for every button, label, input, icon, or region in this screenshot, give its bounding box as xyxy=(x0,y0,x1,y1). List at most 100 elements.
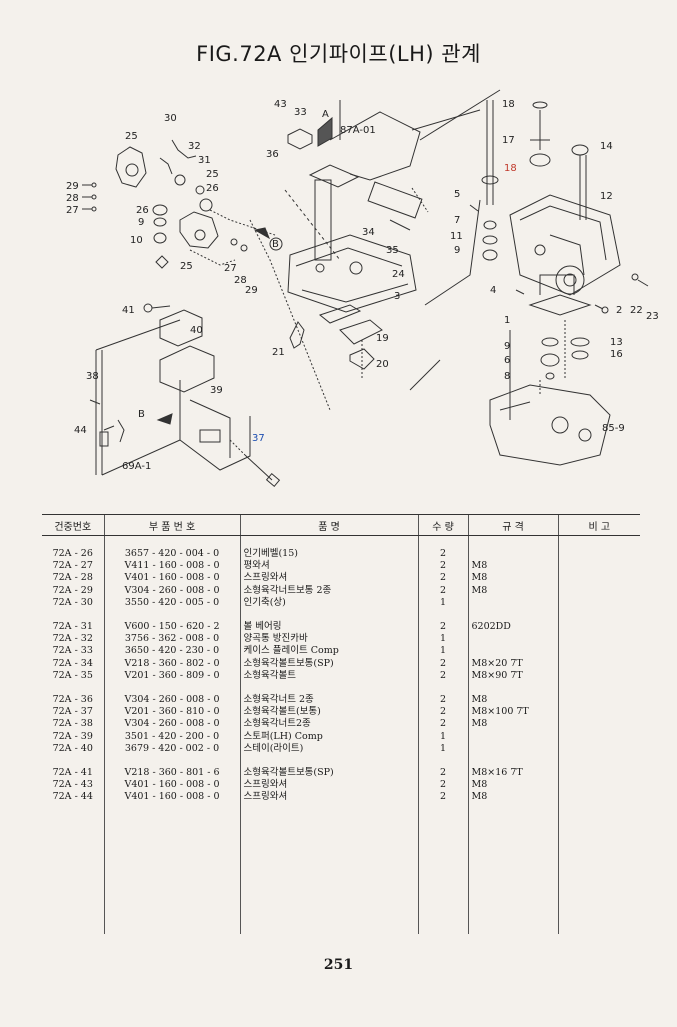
header-ref-no: 건중번호 xyxy=(42,514,104,536)
cell-spec xyxy=(467,633,558,646)
cell-remarks xyxy=(557,560,640,573)
callout-26-b: 26 xyxy=(206,183,219,194)
callout-9-b: 9 xyxy=(454,245,461,256)
callout-2: 2 xyxy=(616,305,623,316)
callout-20: 20 xyxy=(376,359,389,370)
cell-ref-no: 72A - 43 xyxy=(52,779,93,791)
callout-34: 34 xyxy=(362,227,375,238)
callout-28: 28 xyxy=(66,193,79,204)
cell-ref-no: 72A - 27 xyxy=(52,560,93,572)
callout-19: 19 xyxy=(376,333,389,344)
cell-spec: M8 xyxy=(467,718,558,731)
callout-44: 44 xyxy=(74,425,87,436)
callout-4: 4 xyxy=(490,285,497,296)
cell-qty: 2 xyxy=(417,718,468,731)
cell-qty: 1 xyxy=(417,645,468,658)
cell-part-name: 소형육각너트보통 2종 xyxy=(239,584,418,597)
page-number: 251 xyxy=(323,957,354,973)
header-part-no: 부 품 번 호 xyxy=(103,514,240,536)
cell-ref-no: 72A - 30 xyxy=(52,596,93,608)
cell-qty: 2 xyxy=(417,767,468,780)
cell-part-name: 스프링와셔 xyxy=(239,779,418,792)
cell-qty: 2 xyxy=(417,706,468,719)
callout-1: 1 xyxy=(504,315,511,326)
callout-7: 7 xyxy=(454,215,461,226)
header-spec: 규 격 xyxy=(467,514,558,536)
cell-part-no: 3756 - 362 - 008 - 0 xyxy=(103,633,240,646)
cell-ref-no: 72A - 37 xyxy=(52,706,93,718)
cell-qty: 2 xyxy=(417,548,468,561)
cell-part-no: 3679 - 420 - 002 - 0 xyxy=(103,742,240,756)
callout-17: 17 xyxy=(502,135,515,146)
cell-part-name: 소형육각볼트 xyxy=(239,669,418,683)
cell-part-name: 스프링와셔 xyxy=(239,572,418,585)
cell-spec xyxy=(467,596,558,610)
callout-39: 39 xyxy=(210,385,223,396)
cell-part-no: V401 - 160 - 008 - 0 xyxy=(103,572,240,585)
cell-qty: 1 xyxy=(417,742,468,756)
callout-10: 10 xyxy=(130,235,143,246)
cell-part-name: 평와셔 xyxy=(239,560,418,573)
cell-part-name: 스테이(라이트) xyxy=(239,742,418,756)
cell-remarks xyxy=(557,621,640,634)
cell-ref-no: 72A - 38 xyxy=(52,718,93,730)
cell-spec xyxy=(467,742,558,756)
callout-27: 27 xyxy=(66,205,79,216)
callout-32: 32 xyxy=(188,141,201,152)
cell-qty: 2 xyxy=(417,791,468,804)
callout-35: 35 xyxy=(386,245,399,256)
cell-spec: M8 xyxy=(467,779,558,792)
callout-a-top: A xyxy=(322,109,329,120)
callout-3: 3 xyxy=(394,291,401,302)
cell-remarks xyxy=(557,584,640,597)
cell-remarks xyxy=(557,730,640,743)
callout-25: 25 xyxy=(125,131,138,142)
cell-spec: M8×20 7T xyxy=(467,657,558,670)
cell-ref-no: 72A - 26 xyxy=(52,548,93,559)
cell-qty: 2 xyxy=(417,621,468,634)
cell-part-name: 케이스 플레이트 Comp xyxy=(239,645,418,658)
cell-part-name: 스프링와셔 xyxy=(239,791,418,804)
callout-11: 11 xyxy=(450,231,463,242)
cell-remarks xyxy=(557,548,640,561)
cell-ref-no: 72A - 35 xyxy=(52,669,93,681)
cell-spec: M8 xyxy=(467,584,558,597)
callout-30: 30 xyxy=(164,113,177,124)
cell-remarks xyxy=(557,742,640,756)
cell-qty: 2 xyxy=(417,584,468,597)
cell-part-no: 3650 - 420 - 230 - 0 xyxy=(103,645,240,658)
cell-part-no: V218 - 360 - 801 - 6 xyxy=(103,767,240,780)
cell-qty: 2 xyxy=(417,572,468,585)
cell-remarks xyxy=(557,645,640,658)
cell-spec: M8×90 7T xyxy=(467,669,558,683)
cell-ref-no: 72A - 36 xyxy=(52,694,93,706)
callout-18: 18 xyxy=(502,99,515,110)
cell-ref-no: 72A - 29 xyxy=(52,584,93,596)
callout-16: 16 xyxy=(610,349,623,360)
header-part-name: 품 명 xyxy=(239,514,418,536)
cell-part-no: V411 - 160 - 008 - 0 xyxy=(103,560,240,573)
callout-37: 37 xyxy=(252,433,265,444)
cell-remarks xyxy=(557,791,640,804)
callout-22: 22 xyxy=(630,305,643,316)
cell-ref-no: 72A - 34 xyxy=(52,657,93,669)
cell-qty: 2 xyxy=(417,560,468,573)
callout-6: 6 xyxy=(504,355,511,366)
callout-24: 24 xyxy=(392,269,405,280)
callout-36: 36 xyxy=(266,149,279,160)
cell-qty: 2 xyxy=(417,694,468,707)
callout-41: 41 xyxy=(122,305,135,316)
callout-25-b: 25 xyxy=(206,169,219,180)
callout-87a-01: 87A-01 xyxy=(340,125,376,136)
cell-remarks xyxy=(557,633,640,646)
cell-part-no: 3501 - 420 - 200 - 0 xyxy=(103,730,240,743)
